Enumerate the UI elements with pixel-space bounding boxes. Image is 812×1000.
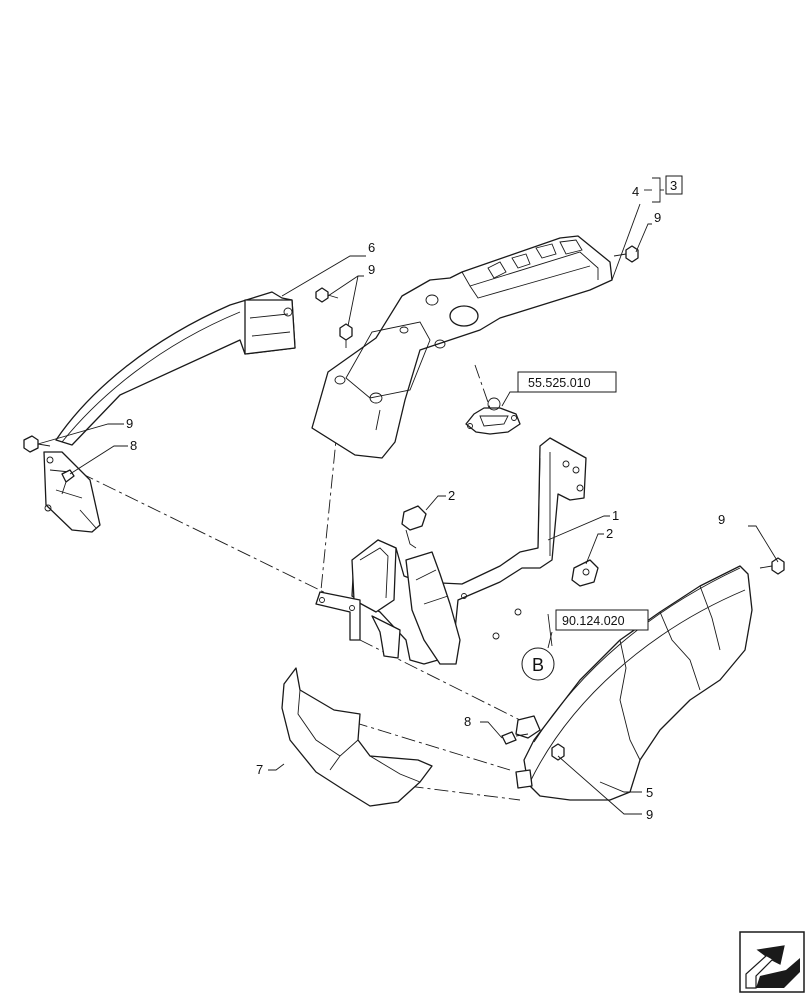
part-5-side-panel xyxy=(515,565,753,801)
callout-5: 5 xyxy=(646,785,653,800)
part-1-bracket xyxy=(315,437,587,665)
screw-9a xyxy=(23,435,51,453)
callout-9: 9 xyxy=(718,512,725,527)
callout-9: 9 xyxy=(654,210,661,225)
callout-8: 8 xyxy=(130,438,137,453)
callout-labels: 6 9 9 8 4 9 2 1 2 9 8 7 5 9 xyxy=(126,184,725,822)
callout-2: 2 xyxy=(606,526,613,541)
part-7-lower-cover xyxy=(281,667,433,807)
svg-text:B: B xyxy=(532,655,544,675)
svg-text:55.525.010: 55.525.010 xyxy=(528,376,591,390)
svg-text:90.124.020: 90.124.020 xyxy=(562,614,625,628)
switch-component xyxy=(465,397,521,435)
callout-7: 7 xyxy=(256,762,263,777)
bracket-4-3 xyxy=(644,177,664,203)
part-4-console-cover xyxy=(311,235,613,459)
screw-9e xyxy=(759,557,785,575)
callout-6: 6 xyxy=(368,240,375,255)
clip-upper xyxy=(401,505,427,549)
ref-box-55-525-010[interactable]: 55.525.010 xyxy=(517,371,617,393)
callout-9: 9 xyxy=(126,416,133,431)
screw-9d xyxy=(613,245,639,263)
clip-lower xyxy=(571,559,599,587)
pin-8b xyxy=(501,731,529,745)
ref-circle-B[interactable]: B xyxy=(521,647,555,681)
ref-box-3[interactable]: 3 xyxy=(665,175,683,195)
callout-8: 8 xyxy=(464,714,471,729)
callout-9: 9 xyxy=(368,262,375,277)
callout-1: 1 xyxy=(612,508,619,523)
screw-9b xyxy=(315,287,339,303)
leader-lines xyxy=(37,203,779,815)
callout-4: 4 xyxy=(632,184,639,199)
screw-9f xyxy=(551,743,565,761)
part-6-side-panel xyxy=(43,291,296,533)
callout-9: 9 xyxy=(646,807,653,822)
arrow-return-icon[interactable] xyxy=(739,931,805,993)
screw-9c xyxy=(339,323,353,348)
callout-2: 2 xyxy=(448,488,455,503)
svg-text:3: 3 xyxy=(670,178,677,193)
ref-box-90-124-020[interactable]: 90.124.020 xyxy=(555,609,649,631)
